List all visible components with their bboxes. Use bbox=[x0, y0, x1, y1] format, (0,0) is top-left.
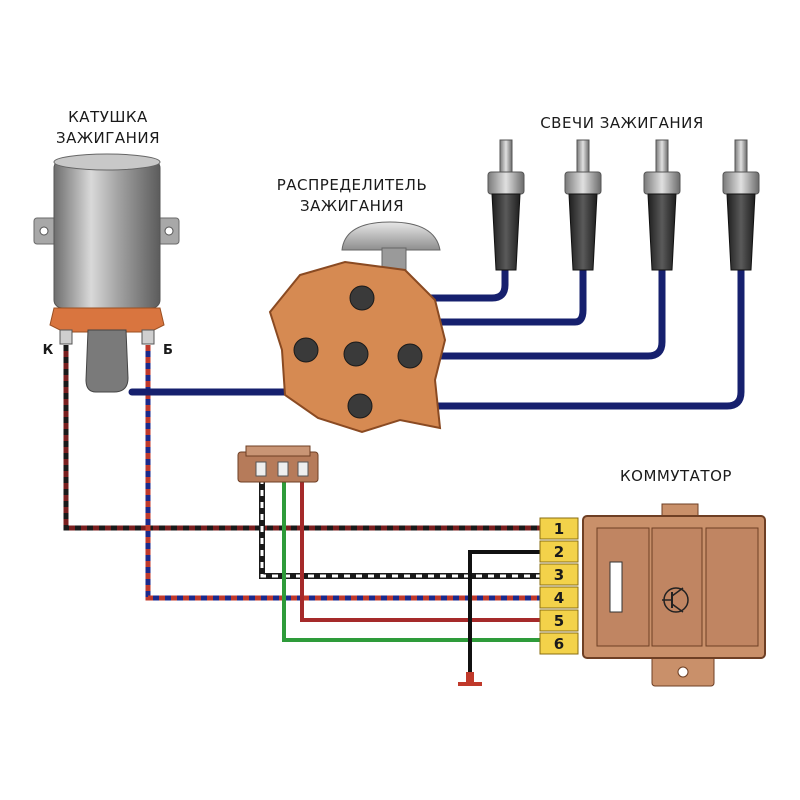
spark-plug-3 bbox=[643, 139, 681, 271]
hv-wire-plug-3 bbox=[408, 261, 666, 360]
distributor bbox=[268, 221, 447, 434]
spark-plug-1 bbox=[487, 139, 525, 271]
spark-plug-4 bbox=[722, 139, 760, 271]
low-voltage-wires bbox=[63, 345, 540, 686]
distributor-tower-2 bbox=[293, 337, 319, 363]
pin-1 bbox=[539, 517, 579, 540]
coil-title-line1: КАТУШКА bbox=[68, 108, 148, 126]
coil-base bbox=[49, 307, 165, 333]
ignition-coil bbox=[33, 153, 180, 393]
coil-terminal-b-label: Б bbox=[163, 343, 173, 358]
ground-icon bbox=[458, 672, 482, 686]
pin-2-label: 2 bbox=[554, 543, 564, 561]
vacuum-advance-unit bbox=[341, 221, 441, 251]
pin-2 bbox=[539, 540, 579, 563]
distributor-title-line2: ЗАЖИГАНИЯ bbox=[300, 197, 404, 215]
pin-1-label: 1 bbox=[554, 520, 564, 538]
pin-3 bbox=[539, 563, 579, 586]
coil-body bbox=[53, 159, 161, 309]
coil-hv-tower bbox=[85, 329, 129, 393]
commutator-pin-block: 1 2 3 4 5 6 bbox=[539, 517, 579, 655]
pin-4 bbox=[539, 586, 579, 609]
wire-sensor-to-pin-5 bbox=[300, 478, 540, 622]
terminal-b bbox=[141, 329, 155, 345]
pin-5 bbox=[539, 609, 579, 632]
wire-sensor-to-pin-3 bbox=[259, 478, 540, 579]
distributor-tower-1 bbox=[349, 285, 375, 311]
hall-sensor-connector bbox=[237, 445, 319, 483]
pin-4-label: 4 bbox=[554, 589, 564, 607]
pin-5-label: 5 bbox=[554, 612, 564, 630]
coil-title-line2: ЗАЖИГАНИЯ bbox=[56, 129, 160, 147]
wire-sensor-to-pin-6 bbox=[282, 478, 540, 642]
spark-plugs-title: СВЕЧИ ЗАЖИГАНИЯ bbox=[540, 114, 704, 132]
hv-wire-plug-2 bbox=[302, 261, 587, 352]
pin-6-label: 6 bbox=[554, 635, 564, 653]
commutator-title: КОММУТАТОР bbox=[620, 467, 732, 485]
distributor-tower-4 bbox=[347, 393, 373, 419]
coil-terminal-k-label: К bbox=[43, 343, 54, 358]
wire-coil-k-to-pin-1 bbox=[63, 345, 540, 531]
spark-plug-2 bbox=[564, 139, 602, 271]
hv-wire-plug-4 bbox=[356, 261, 745, 410]
distributor-tower-center bbox=[343, 341, 369, 367]
transistor-icon bbox=[662, 587, 689, 613]
commutator bbox=[582, 503, 766, 687]
terminal-k bbox=[59, 329, 73, 345]
distributor-tower-3 bbox=[397, 343, 423, 369]
wire-coil-b-to-pin-4 bbox=[145, 345, 540, 601]
distributor-title-line1: РАСПРЕДЕЛИТЕЛЬ bbox=[277, 176, 428, 194]
wire-pin-2-to-ground bbox=[468, 550, 540, 682]
pin-3-label: 3 bbox=[554, 566, 564, 584]
pin-6 bbox=[539, 632, 579, 655]
hv-wire-plug-1 bbox=[360, 261, 509, 302]
